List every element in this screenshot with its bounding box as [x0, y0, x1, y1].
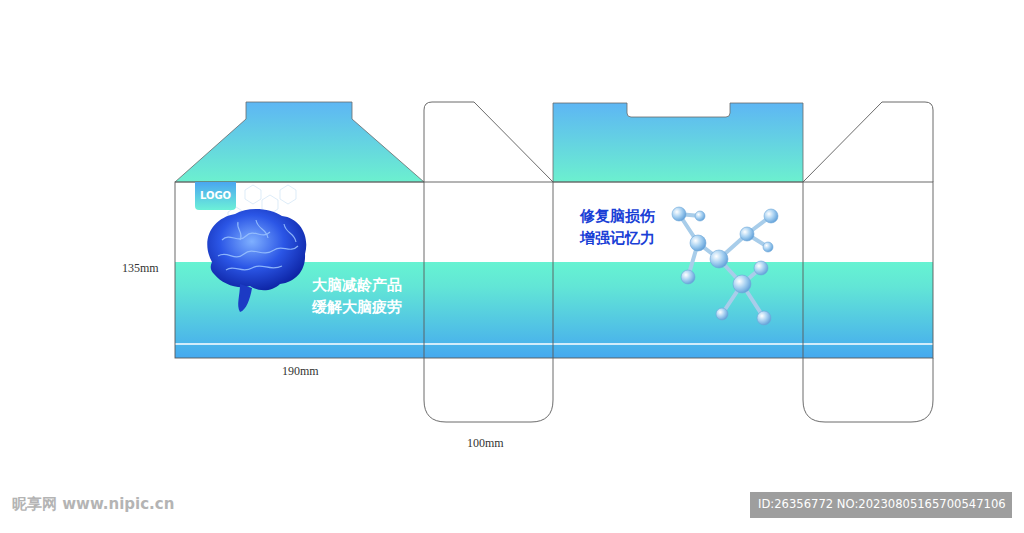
dimension-label: 100mm	[467, 436, 504, 451]
watermark-ground	[750, 492, 1012, 518]
watermark: 昵享网 www.nipic.cn	[12, 495, 174, 514]
logo-text: LOGO	[200, 190, 231, 202]
brain-illustration	[207, 209, 306, 312]
top-flap	[175, 102, 424, 182]
panel-band	[175, 182, 933, 358]
panel-slogan: 修复脑损伤 增强记忆力	[580, 206, 660, 250]
dimension-label: 135mm	[122, 261, 159, 276]
side-flap	[424, 102, 933, 422]
fold-lines	[175, 182, 933, 358]
front-panel: 大脑减龄产品 缓解大脑疲劳 LOGO	[175, 182, 424, 358]
watermark-id: ID:26356772 NO:20230805165700547106	[758, 497, 1006, 511]
top-flap	[553, 103, 803, 182]
dimension-label: 190mm	[282, 364, 319, 379]
molecule-illustration	[672, 207, 778, 325]
logo-box: LOGO	[195, 182, 236, 210]
panel-slogan: 大脑减龄产品 缓解大脑疲劳	[312, 275, 407, 319]
back-panel: 修复脑损伤 增强记忆力	[553, 182, 803, 358]
